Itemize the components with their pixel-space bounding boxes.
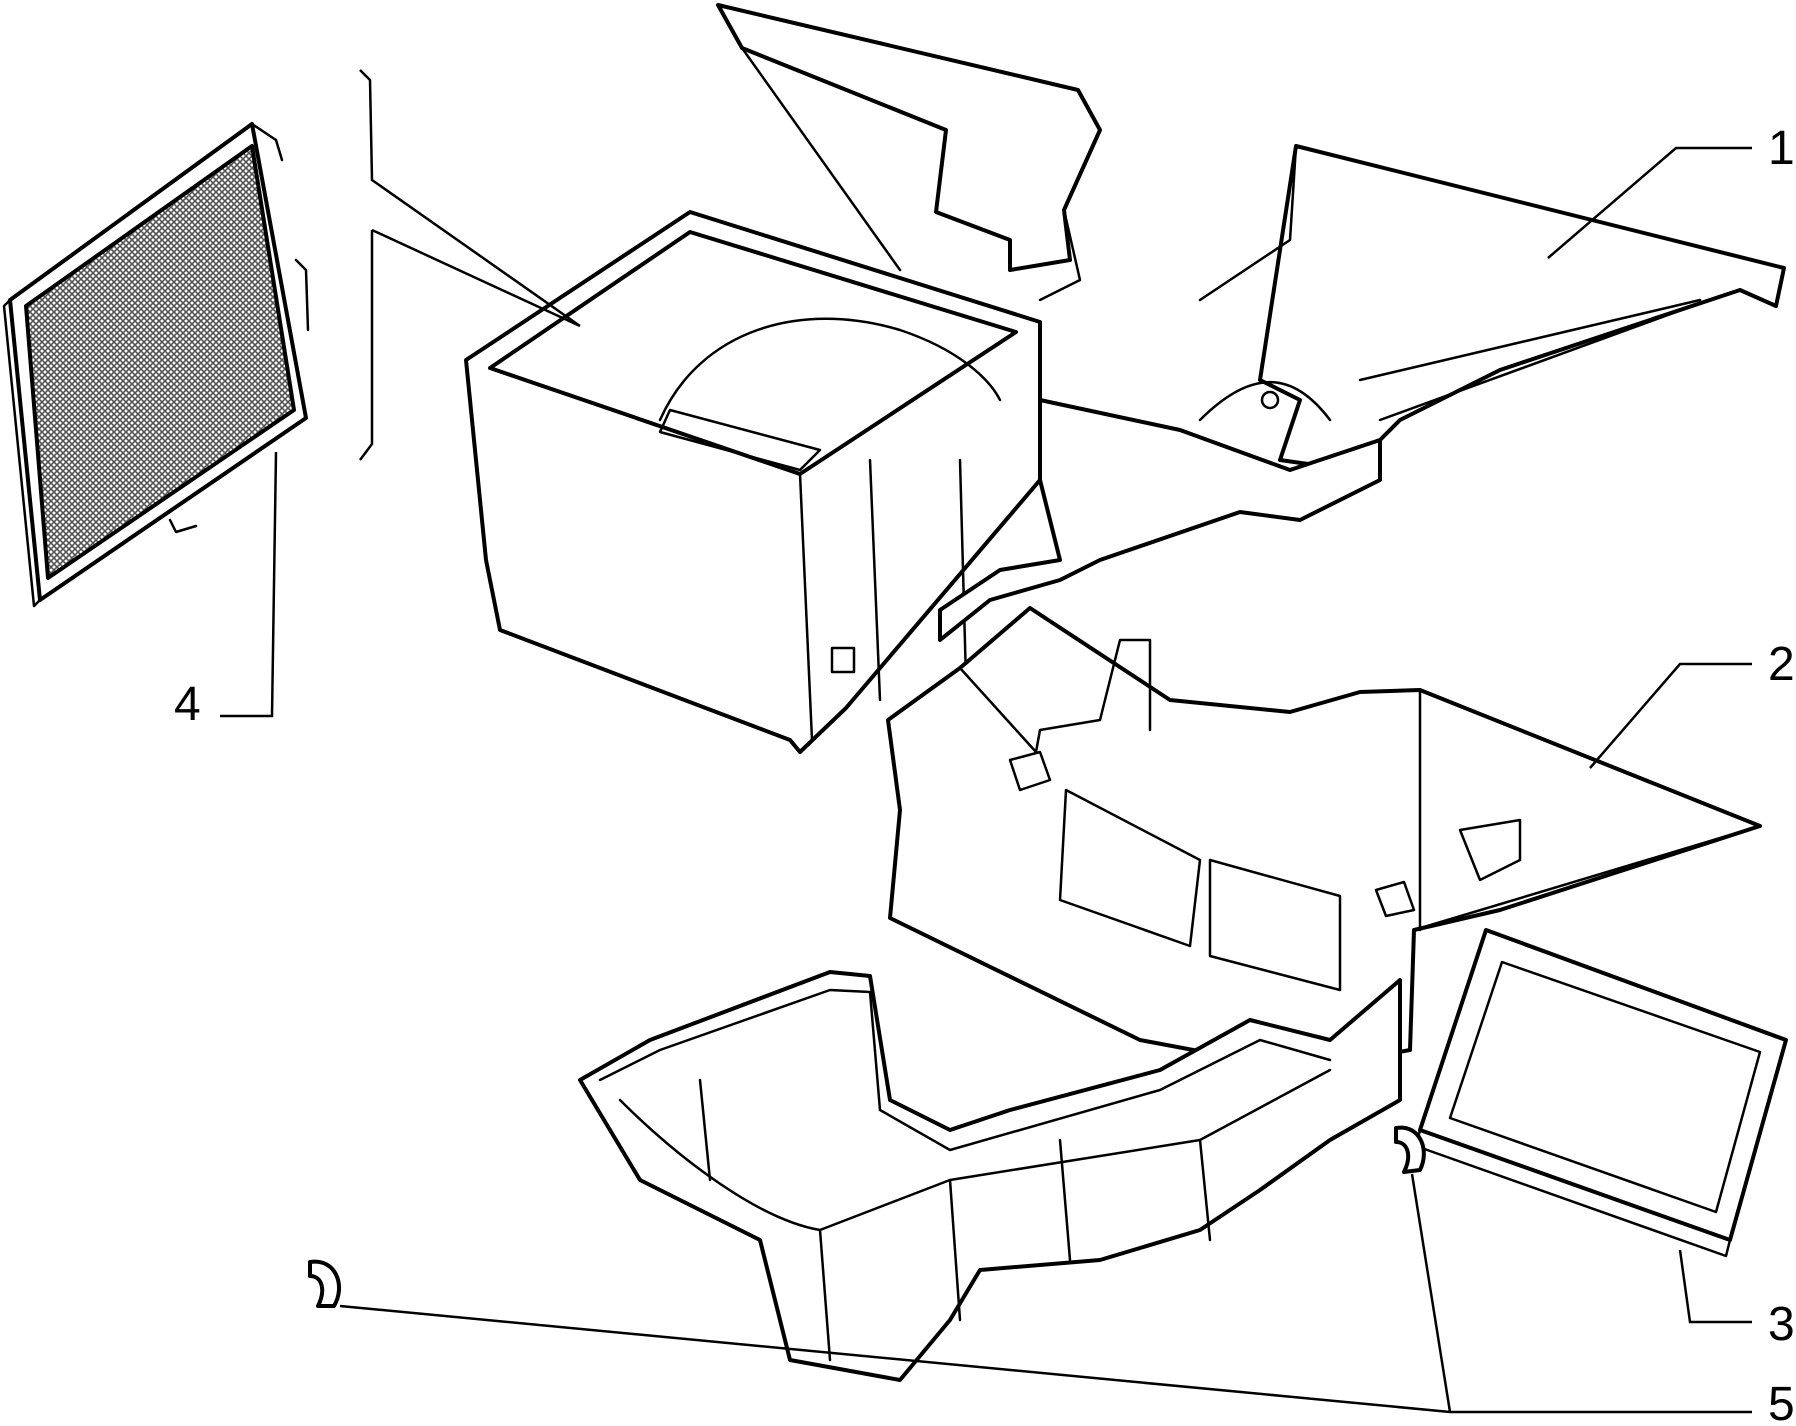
leader-3 bbox=[1678, 1249, 1752, 1324]
bracket-assembly bbox=[359, 69, 581, 461]
callout-labels: 1 2 3 4 5 bbox=[174, 122, 1795, 1426]
part-3-side-grille bbox=[1414, 928, 1788, 1258]
leader-5b bbox=[1410, 1173, 1452, 1413]
part-1-upper-housing bbox=[464, 3, 1786, 754]
part-4-filter-panel bbox=[2, 122, 310, 608]
lower-case-bowl bbox=[578, 970, 1402, 1382]
callout-4: 4 bbox=[174, 678, 201, 731]
part-2-lower-housing bbox=[886, 606, 1762, 1072]
leader-4 bbox=[220, 451, 278, 718]
part-5-clips bbox=[308, 1125, 1426, 1308]
leader-2 bbox=[1589, 662, 1752, 769]
callout-5: 5 bbox=[1768, 1378, 1795, 1426]
leader-lines bbox=[220, 69, 1752, 1414]
callout-2: 2 bbox=[1768, 638, 1795, 691]
leader-5a bbox=[339, 1304, 1752, 1414]
callout-3: 3 bbox=[1768, 1298, 1795, 1351]
leader-1 bbox=[1547, 146, 1752, 259]
callout-1: 1 bbox=[1768, 122, 1795, 175]
